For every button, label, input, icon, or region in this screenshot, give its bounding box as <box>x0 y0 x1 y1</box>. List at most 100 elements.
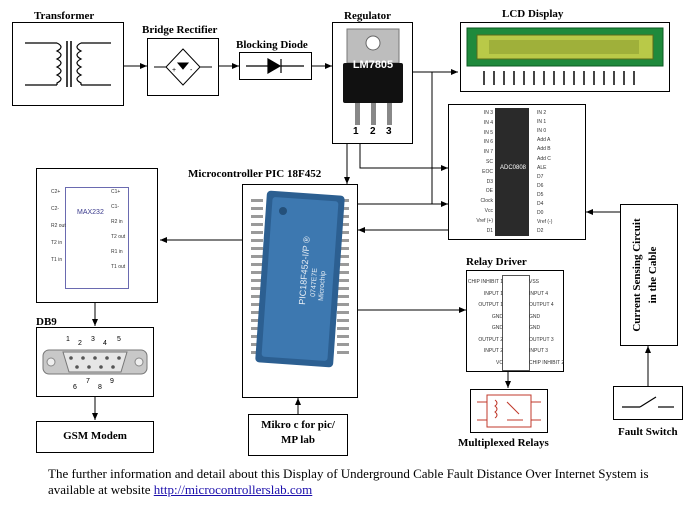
lcd-display-label: LCD Display <box>502 8 564 20</box>
relay-driver-chip-body <box>502 275 530 371</box>
relay-driver-pin-label: VSS <box>529 279 540 285</box>
footer-text: The further information and detail about… <box>48 466 649 497</box>
db9-pin-9: 9 <box>110 378 114 385</box>
adc-pin-label: EOC <box>482 168 493 175</box>
adc-pin-label: D1 <box>486 227 493 234</box>
adc-pin-label: IN 5 <box>483 129 493 136</box>
adc-pin-label: D4 <box>537 201 544 207</box>
relay-driver-pin-label: OUTPUT 2 <box>478 336 503 343</box>
regulator-pin-1: 1 <box>353 126 359 137</box>
blocking-diode-label: Blocking Diode <box>236 39 308 51</box>
adc-pin-label: IN 0 <box>537 128 547 135</box>
db9-pin-3: 3 <box>91 336 95 343</box>
transformer-block <box>12 22 124 106</box>
adc-pin-label: IN 3 <box>483 110 493 116</box>
current-sensing-block: Current Sensing Circuit in the Cable <box>620 204 678 346</box>
bridge-rectifier-icon: + - <box>154 48 212 86</box>
adc-pin-label: D7 <box>537 173 544 180</box>
adc-pin-label: OE <box>485 188 493 195</box>
relay-driver-pin-label: GND <box>491 325 503 331</box>
svg-text:+: + <box>172 67 176 74</box>
adc-pin-label: Vref (-) <box>537 219 553 226</box>
mikro-c-label-line2: MP lab <box>281 434 315 446</box>
db9-pin-6: 6 <box>73 384 77 391</box>
adc-pin-label: Vref (+) <box>476 217 493 224</box>
max232-pin-label: T2 out <box>111 234 126 240</box>
max232-pin-label: T2 in <box>51 240 63 246</box>
adc-pin-label: IN 7 <box>483 149 493 156</box>
regulator-chip-name: LM7805 <box>352 59 394 71</box>
db9-connector-icon <box>42 349 148 375</box>
footer-note: The further information and detail about… <box>48 466 668 498</box>
relay-icon <box>477 394 541 428</box>
adc-pin-label: Add A <box>537 137 551 144</box>
adc-pin-label: Add B <box>537 146 551 153</box>
max232-pin-label: C2+ <box>51 189 61 195</box>
relay-driver-pin-label: GND <box>529 325 541 331</box>
current-sensing-label-line1: Current Sensing Circuit <box>631 218 643 332</box>
microcontroller-block: PIC18F452-I/P ® 0747E7E Microchip <box>242 184 358 398</box>
gsm-modem-label: GSM Modem <box>63 430 127 442</box>
lcd-display-block <box>460 22 670 92</box>
db9-pin-4: 4 <box>103 340 107 347</box>
regulator-block: LM7805 1 2 3 <box>332 22 413 144</box>
gsm-modem-block: GSM Modem <box>36 421 154 453</box>
multiplexed-relays-block <box>470 389 548 433</box>
website-link[interactable]: http://microcontrollerslab.com <box>153 482 313 497</box>
db9-pin-5: 5 <box>117 336 121 343</box>
max232-pin-label: T1 out <box>111 264 126 270</box>
regulator-pin-2: 2 <box>370 126 376 137</box>
max232-pin-label: C1+ <box>111 189 121 195</box>
max232-chip-name: MAX232 <box>77 209 104 216</box>
multiplexed-relays-label: Multiplexed Relays <box>458 437 549 449</box>
lcd-screen-icon <box>466 27 664 85</box>
adc-chip-name: ADC0808 <box>499 165 526 171</box>
relay-driver-pin-label: OUTPUT 3 <box>529 336 554 343</box>
db9-pin-1: 1 <box>66 336 70 343</box>
adc-pin-label: IN 6 <box>483 139 493 146</box>
mikro-c-label-line1: Mikro c for pic/ <box>261 419 335 431</box>
adc-pin-label: D0 <box>537 210 544 217</box>
relay-driver-pin-label: INPUT 1 <box>483 290 503 297</box>
adc-pin-label: Vcc <box>484 208 493 214</box>
max232-pin-label: T1 in <box>51 257 63 263</box>
max232-pin-label: R2 in <box>111 219 123 225</box>
relay-driver-pin-label: INPUT 2 <box>483 348 503 354</box>
transformer-icon <box>25 41 111 87</box>
adc-pin-label: D6 <box>537 182 544 189</box>
max232-chip-outline <box>65 187 129 289</box>
db9-label: DB9 <box>36 316 57 328</box>
mikro-c-block: Mikro c for pic/ MP lab <box>248 414 348 456</box>
relay-driver-label: Relay Driver <box>466 256 527 268</box>
adc-pin-label: SC <box>486 159 493 165</box>
relay-driver-pin-label: OUTPUT 1 <box>478 302 503 308</box>
adc-pin-label: D2 <box>537 228 544 235</box>
db9-pin-8: 8 <box>98 384 102 391</box>
adc-pin-label: Add C <box>537 155 551 162</box>
adc-pin-label: Clock <box>480 198 493 205</box>
max232-pin-label: C1- <box>111 204 120 210</box>
bridge-rectifier-block: + - <box>147 38 219 96</box>
relay-driver-pin-label: CHIP INHIBIT 2 <box>529 359 565 366</box>
adc-pin-label: IN 1 <box>537 119 547 126</box>
relay-driver-pin-label: GND <box>529 313 541 320</box>
transformer-label: Transformer <box>34 10 95 22</box>
adc-pin-label: IN 2 <box>537 110 547 116</box>
max232-pin-label: R2 out <box>51 223 66 229</box>
db9-pin-2: 2 <box>78 340 82 347</box>
svg-text:0747E7E: 0747E7E <box>310 268 319 298</box>
max232-pin-label: R1 in <box>111 249 123 255</box>
adc-pin-label: ALE <box>537 164 547 171</box>
diode-icon <box>246 57 304 75</box>
relay-driver-pin-label: OUTPUT 4 <box>529 302 554 308</box>
relay-driver-pin-label: INPUT 3 <box>529 348 549 354</box>
fault-switch-block <box>613 386 683 420</box>
db9-block: 1 2 3 4 5 6 7 8 9 <box>36 327 154 397</box>
pic-chip-icon: PIC18F452-I/P ® 0747E7E Microchip <box>251 190 349 368</box>
blocking-diode-block <box>239 52 312 80</box>
adc-pin-label: IN 4 <box>483 119 493 126</box>
adc-pin-label: D5 <box>537 191 544 198</box>
